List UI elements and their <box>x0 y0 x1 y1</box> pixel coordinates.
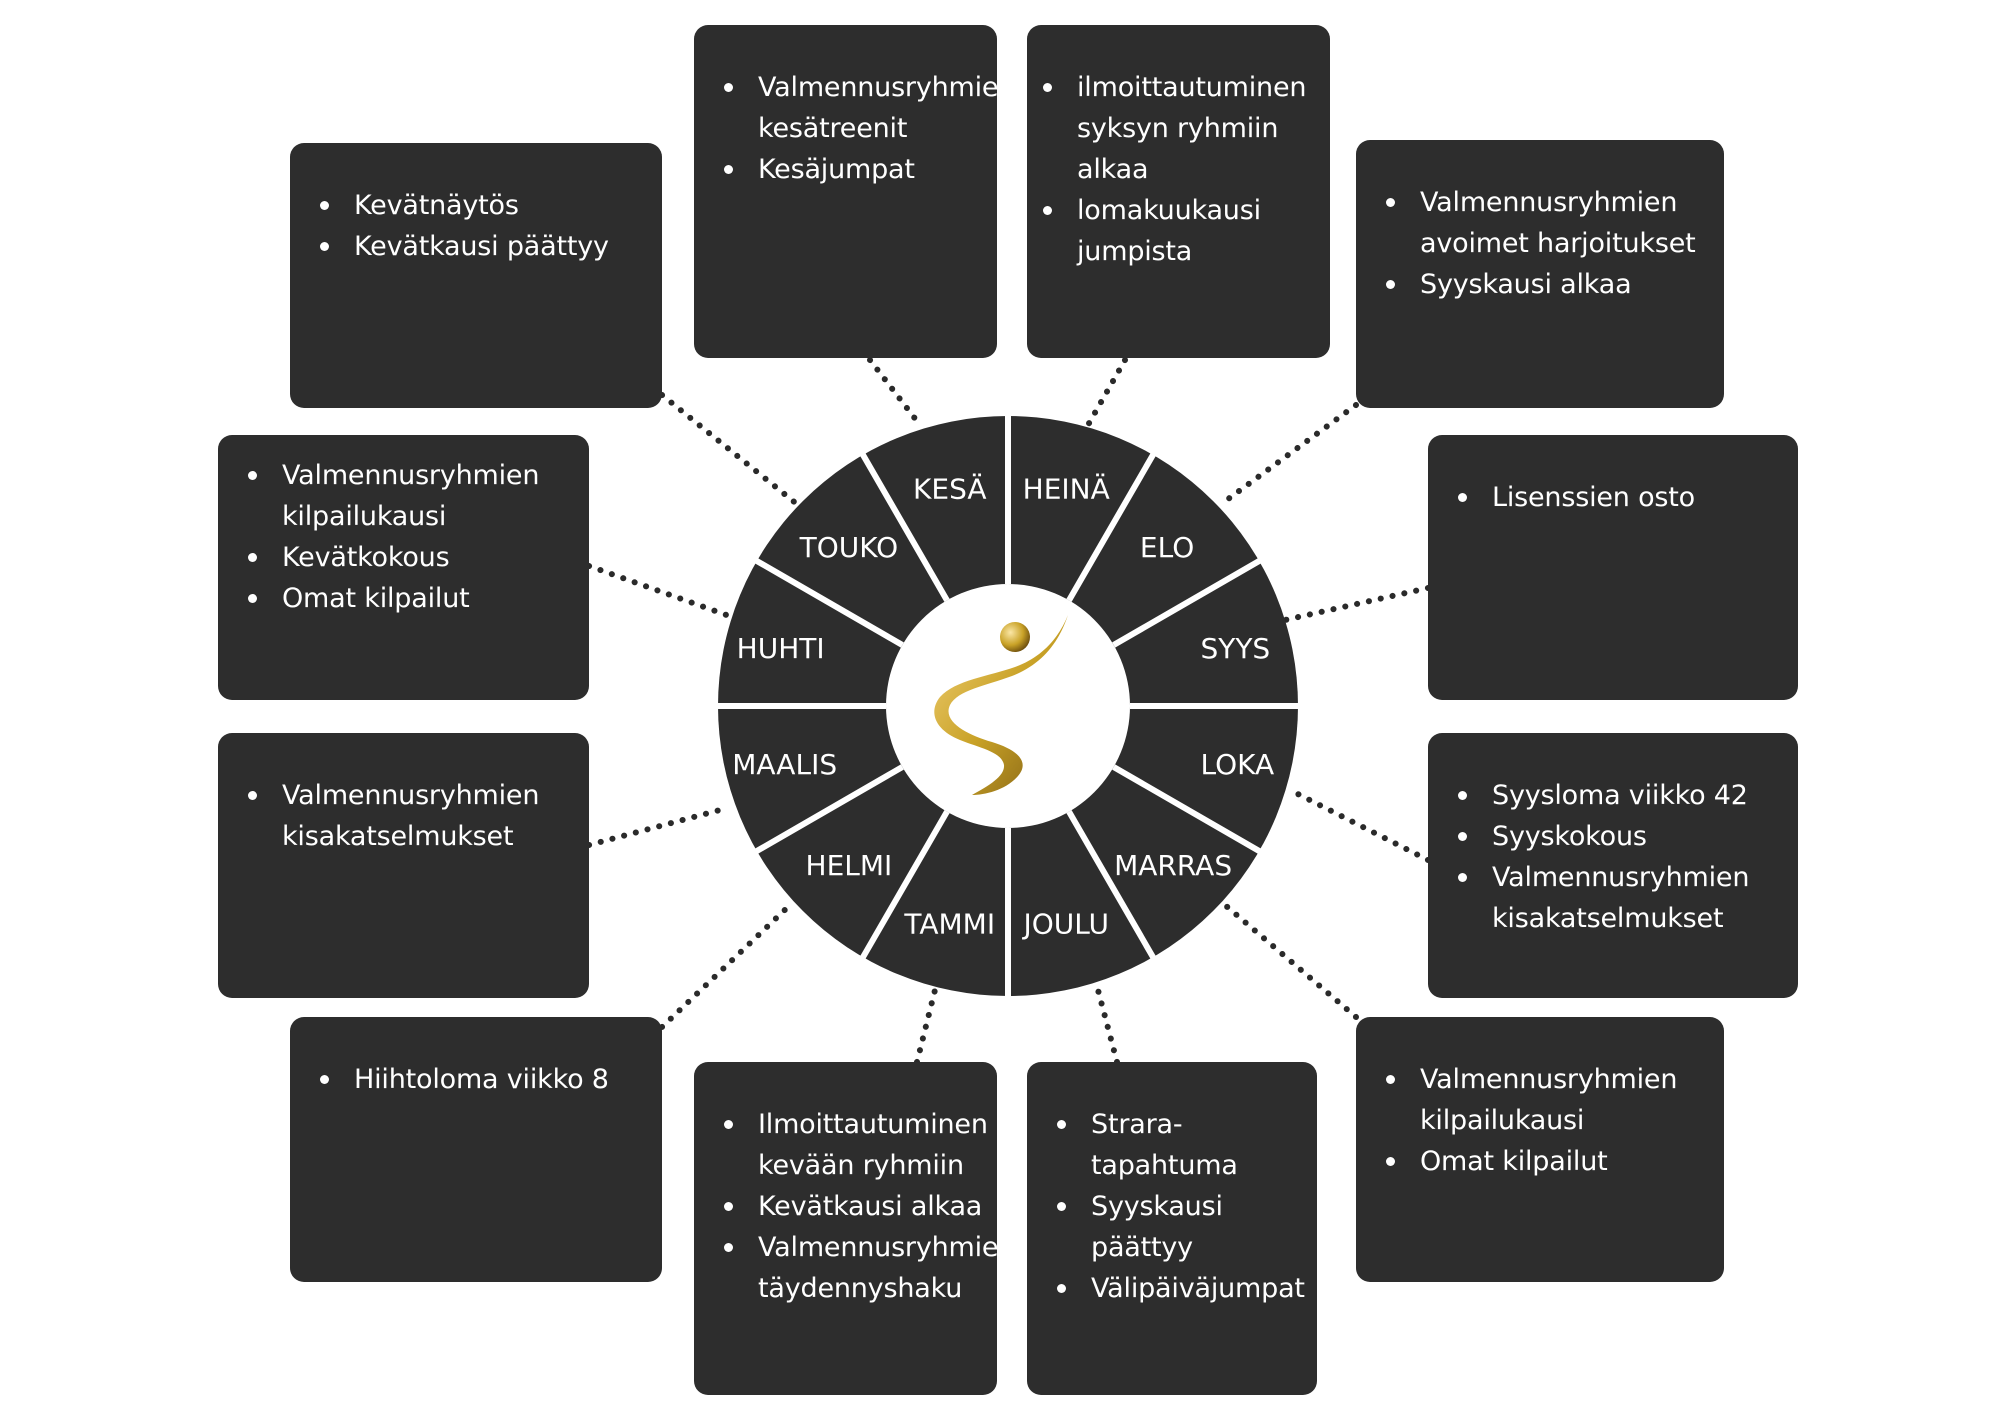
month-label: MAALIS <box>732 748 837 781</box>
month-label: JOULU <box>1021 907 1109 940</box>
event-item: Hiihtoloma viikko 8 <box>320 1059 648 1100</box>
event-list: Valmennusryhmien kisakatselmukset <box>232 775 575 857</box>
event-item: Valmennusryhmien täydennyshaku <box>724 1227 1015 1309</box>
connector-dots <box>1287 787 1431 863</box>
event-item: Syyskausi päättyy <box>1057 1186 1303 1268</box>
event-item: ilmoittautuminen syksyn ryhmiin alkaa <box>1043 67 1316 190</box>
month-label: HUHTI <box>737 632 825 665</box>
event-item: Syysloma viikko 42 <box>1458 775 1784 816</box>
wheel-divider <box>753 764 904 855</box>
wheel-divider <box>859 810 950 961</box>
wheel-divider <box>1112 557 1263 648</box>
event-item: Strara-tapahtuma <box>1057 1104 1303 1186</box>
event-item: Omat kilpailut <box>248 578 575 619</box>
event-box-maalis: Valmennusryhmien kisakatselmukset <box>218 733 589 998</box>
connector-dots <box>1282 585 1431 623</box>
event-item: Valmennusryhmien kesätreenit <box>724 67 1015 149</box>
month-label: TAMMI <box>903 907 995 940</box>
connector-dots <box>586 563 738 621</box>
event-item: Lisenssien osto <box>1458 477 1784 518</box>
event-list: Lisenssien osto <box>1442 477 1784 518</box>
wheel-divider <box>1112 764 1263 855</box>
event-item: Valmennusryhmien kisakatselmukset <box>248 775 575 857</box>
event-item: Valmennusryhmien kilpailukausi <box>1386 1059 1710 1141</box>
event-item: Kevätkausi alkaa <box>724 1186 983 1227</box>
connector-dots <box>659 392 801 508</box>
connector-dots <box>914 987 938 1065</box>
connector-dots <box>1217 402 1359 508</box>
event-item: Kesäjumpat <box>724 149 983 190</box>
event-box-helmi: Hiihtoloma viikko 8 <box>290 1017 662 1282</box>
connector-dots <box>586 807 723 848</box>
event-item: lomakuukausi jumpista <box>1043 190 1316 272</box>
month-label: HELMI <box>806 849 893 882</box>
wheel-hub <box>886 584 1130 828</box>
month-label: ELO <box>1140 531 1194 564</box>
event-item: Omat kilpailut <box>1386 1141 1710 1182</box>
month-label: SYYS <box>1200 632 1270 665</box>
event-item: Valmennusryhmien kisakatselmukset <box>1458 857 1784 939</box>
event-item: Kevätkausi päättyy <box>320 226 648 267</box>
wheel-divider <box>753 557 904 648</box>
event-item: Syyskokous <box>1458 816 1784 857</box>
event-box-syys: Lisenssien osto <box>1428 435 1798 700</box>
event-item: Syyskausi alkaa <box>1386 264 1710 305</box>
event-item: Kevätnäytös <box>320 185 648 226</box>
event-item: Ilmoittautuminen kevään ryhmiin <box>724 1104 988 1186</box>
month-label: LOKA <box>1200 748 1274 781</box>
wheel-divider <box>859 451 950 602</box>
event-item: Välipäiväjumpat <box>1057 1268 1305 1309</box>
wheel-divider <box>1066 810 1157 961</box>
connector-dots <box>659 902 793 1030</box>
month-label: TOUKO <box>799 531 899 564</box>
month-label: HEINÄ <box>1023 473 1110 506</box>
gymnast-ribbon-logo-icon <box>934 615 1068 795</box>
connector-dots <box>1085 357 1128 428</box>
month-label: KESÄ <box>913 473 987 506</box>
connector-dots <box>1222 902 1359 1020</box>
connector-dots <box>1095 987 1120 1065</box>
wheel-divider <box>1066 451 1157 602</box>
connector-dots <box>867 357 923 428</box>
event-item: Valmennusryhmien kilpailukausi <box>248 455 575 537</box>
event-item: Kevätkokous <box>248 537 575 578</box>
event-list: Hiihtoloma viikko 8 <box>304 1059 648 1100</box>
month-label: MARRAS <box>1114 849 1232 882</box>
event-item: Valmennusryhmien avoimet harjoitukset <box>1386 182 1710 264</box>
